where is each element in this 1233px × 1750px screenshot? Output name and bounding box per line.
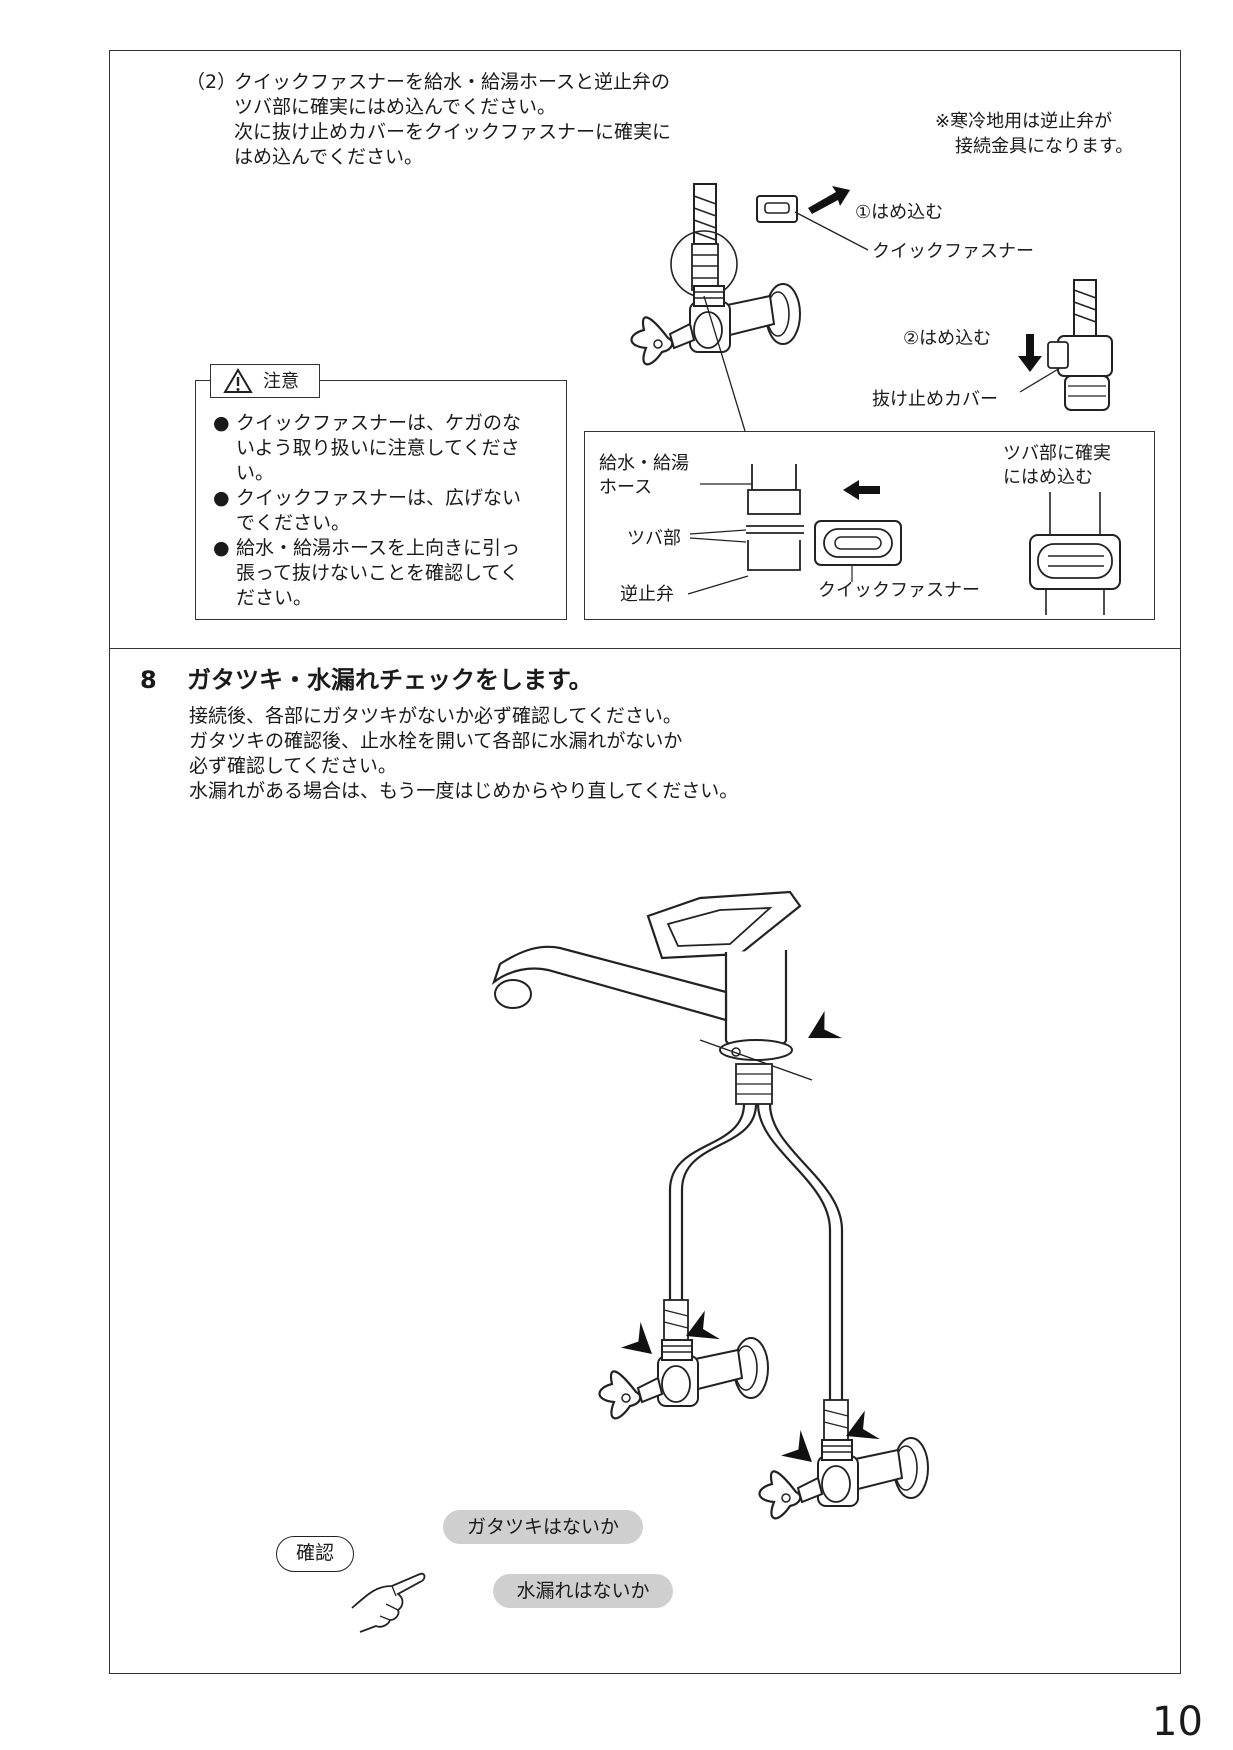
cold-region-note-1: ※寒冷地用は逆止弁が	[935, 111, 1113, 132]
instruction-line-4: はめ込んでください。	[234, 146, 424, 168]
caution-title: 注意	[263, 371, 299, 392]
caution-3-line-2: 張って抜けないことを確認してく	[236, 562, 519, 584]
label-push-2: ②はめ込む	[903, 328, 992, 349]
caution-tag: 注意	[210, 364, 320, 398]
step-number: （2）	[186, 71, 237, 93]
detail-illustration	[687, 464, 1121, 615]
label-push-1: ①はめ込む	[855, 202, 944, 223]
step-8-line-3: 必ず確認してください。	[189, 755, 397, 777]
detail-box	[584, 431, 1155, 620]
caution-1-line-2: いよう取り扱いに注意してくださ	[236, 437, 520, 459]
step-8-line-2: ガタツキの確認後、止水栓を開いて各部に水漏れがないか	[189, 730, 683, 752]
caution-2-line-1: クイックファスナーは、広げない	[236, 487, 522, 509]
step-8-title: ガタツキ・水漏れチェックをします。	[187, 666, 593, 694]
caution-1-line-3: い。	[236, 462, 275, 484]
step-8-number: 8	[140, 666, 157, 694]
section-divider	[109, 648, 1181, 649]
detail-check-valve-label: 逆止弁	[620, 584, 674, 605]
instruction-line-3: 次に抜け止めカバーをクイックファスナーに確実に	[234, 121, 672, 143]
label-quick-fastener: クイックファスナー	[872, 241, 1034, 262]
upper-valve-illustration	[630, 183, 869, 432]
caution-1-line-1: クイックファスナーは、ケガのな	[236, 412, 522, 434]
detail-fit-label-1: ツバ部に確実	[1003, 443, 1111, 464]
caution-2-line-2: でください。	[236, 512, 351, 534]
step-8-line-4: 水漏れがある場合は、もう一度はじめからやり直してください。	[189, 780, 739, 802]
caution-bullet-3: ●	[213, 537, 230, 559]
caution-3-line-3: ださい。	[236, 587, 313, 609]
instruction-line-1: クイックファスナーを給水・給湯ホースと逆止弁の	[234, 71, 671, 93]
detail-fit-label-2: にはめ込む	[1003, 467, 1093, 488]
detail-hose-label-2: ホース	[599, 477, 653, 498]
caution-box	[195, 380, 567, 620]
warning-triangle-icon	[223, 368, 253, 393]
check-wobble-bubble: ガタツキはないか	[443, 1510, 643, 1544]
confirm-badge: 確認	[276, 1536, 354, 1572]
detail-flange-label: ツバ部	[627, 528, 681, 549]
caution-bullet-1: ●	[213, 412, 230, 434]
pointing-hand-icon	[351, 1572, 426, 1633]
step-8-line-1: 接続後、各部にガタツキがないか必ず確認してください。	[189, 705, 682, 727]
instruction-line-2: ツバ部に確実にはめ込んでください。	[234, 96, 557, 118]
detail-fastener-label: クイックファスナー	[818, 580, 980, 601]
caution-bullet-2: ●	[213, 487, 230, 509]
faucet-illustration	[491, 890, 930, 1520]
check-leak-bubble: 水漏れはないか	[493, 1574, 673, 1608]
page-frame	[109, 50, 1181, 1674]
label-retainer-cover: 抜け止めカバー	[872, 389, 998, 410]
caution-3-line-1: 給水・給湯ホースを上向きに引っ	[236, 537, 521, 559]
retainer-cover-illustration	[1018, 279, 1113, 411]
page-number: 10	[1152, 1699, 1203, 1745]
cold-region-note-2: 接続金具になります。	[955, 136, 1134, 157]
detail-hose-label-1: 給水・給湯	[599, 453, 689, 474]
